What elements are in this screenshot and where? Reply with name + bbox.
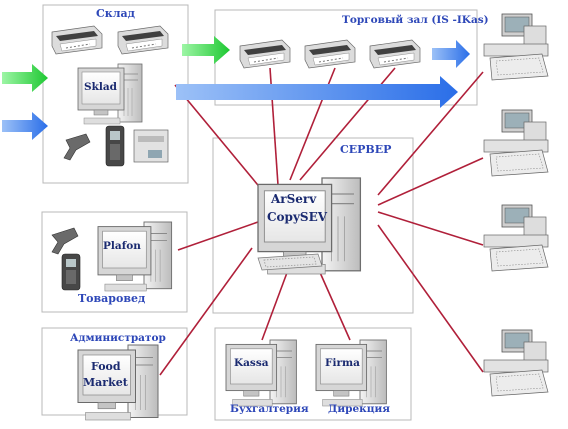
group-title-server: СЕРВЕР xyxy=(340,143,391,156)
group-frame-server xyxy=(212,137,414,314)
barcode-scanner-icon xyxy=(63,133,91,161)
group-title-merchandiser: Товаровед xyxy=(78,292,145,305)
barcode-scanner-icon xyxy=(51,227,79,255)
computer-label-server: ArServ xyxy=(270,192,317,206)
sklad-to-hall-arrow-green xyxy=(182,36,230,64)
computer-sklad xyxy=(77,63,143,125)
group-title-administrator: Администратор xyxy=(70,332,166,344)
group-title-trade-hall: Торговый зал (IS -IKas) xyxy=(342,14,489,26)
scale-icon xyxy=(51,25,103,55)
scale-icon xyxy=(239,39,291,69)
hall-to-pos-arrow-blue xyxy=(432,40,470,68)
incoming-arrow-green xyxy=(2,64,48,92)
computer-label-plafon: Plafon xyxy=(103,240,141,252)
pos-terminal-icon xyxy=(483,204,549,272)
scale-icon xyxy=(117,25,169,55)
sklad-group xyxy=(51,25,169,167)
computer-plafon xyxy=(97,221,173,292)
group-title-accounting: Бухгалтерия xyxy=(230,403,309,415)
computer-label-kassa: Kassa xyxy=(234,357,269,369)
group-frame-accounting-management xyxy=(214,327,412,421)
computer-label-food-market: Market xyxy=(83,376,129,389)
pos-terminal-icon xyxy=(483,13,549,81)
computer-label-food-market: Food xyxy=(91,360,121,373)
pos-terminal-icon xyxy=(483,329,549,397)
printer-icon xyxy=(133,129,169,163)
scale-icon xyxy=(369,39,421,69)
data-terminal-icon xyxy=(105,125,125,167)
data-terminal-icon xyxy=(61,253,81,291)
group-title-management: Дирекция xyxy=(328,403,390,415)
trade-hall-group xyxy=(239,39,421,69)
scale-icon xyxy=(304,39,356,69)
incoming-arrow-blue xyxy=(2,112,48,140)
computer-label-sklad: Sklad xyxy=(84,81,118,93)
computer-kassa xyxy=(225,339,297,407)
computer-firma xyxy=(315,339,387,407)
computer-label-firma: Firma xyxy=(325,357,360,369)
computer-label-server: CopySEV xyxy=(267,210,328,224)
group-title-sklad: Склад xyxy=(96,7,135,20)
pos-terminal-icon xyxy=(483,109,549,177)
server-keyboard xyxy=(257,253,323,271)
group-frame-merchandiser xyxy=(41,211,188,313)
sklad-to-hall-arrow-blue xyxy=(176,76,458,108)
merchandiser-group xyxy=(51,221,173,292)
